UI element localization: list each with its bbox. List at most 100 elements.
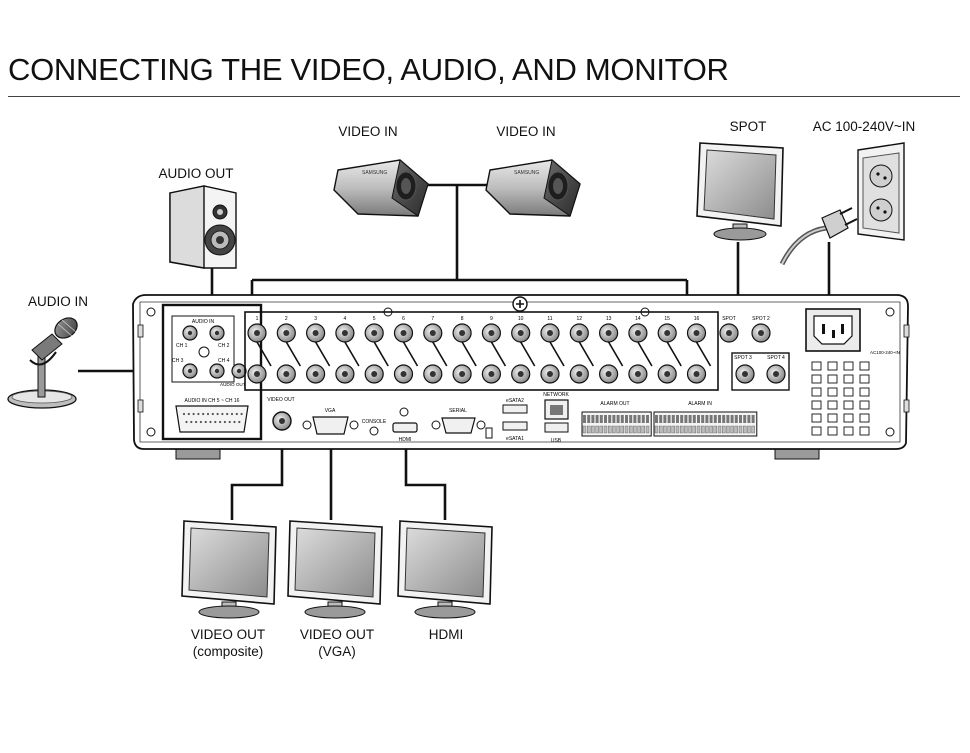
dsub-pin xyxy=(187,412,190,416)
vent-slot xyxy=(827,361,838,371)
camera-brand-label: SAMSUNG xyxy=(514,170,539,176)
channel-label: 10 xyxy=(518,316,524,322)
vent-slot xyxy=(859,387,870,397)
hdmi-port xyxy=(392,422,418,433)
dsub-pin xyxy=(228,420,231,424)
terminal-pin xyxy=(692,415,696,423)
terminal-pin xyxy=(705,415,709,423)
loop-link xyxy=(461,341,477,367)
label-monitor-hdmi-line1: HDMI xyxy=(428,627,464,642)
dsub-pin xyxy=(216,412,219,416)
terminal-pin xyxy=(684,415,688,423)
vent-slot xyxy=(843,361,854,371)
bnc-spot-ports xyxy=(719,323,786,384)
bnc-loop-out-pin xyxy=(664,371,671,377)
panel-alarm-out-label: ALARM OUT xyxy=(600,401,629,407)
channel-label: 5 xyxy=(373,316,376,322)
vent-grid xyxy=(811,361,870,436)
dsub-pin xyxy=(190,420,193,424)
bnc-video-in-pin xyxy=(488,330,495,336)
power-plug-icon xyxy=(779,207,858,266)
label-audio-in: AUDIO IN xyxy=(27,294,89,309)
terminal-screw xyxy=(612,425,616,434)
vga-port xyxy=(302,416,359,435)
panel-esata2-label: eSATA2 xyxy=(506,398,524,404)
esata1-port xyxy=(502,421,528,431)
camera-brand-label: SAMSUNG xyxy=(362,170,387,176)
panel-ch2-label: CH 2 xyxy=(218,343,230,349)
vent-slot xyxy=(811,426,822,436)
channel-label: 15 xyxy=(664,316,670,322)
vent-slot xyxy=(859,374,870,384)
bnc-loop-out-pin xyxy=(488,371,495,377)
bnc-video-in-pin xyxy=(341,330,348,336)
vent-slot xyxy=(827,374,838,384)
bnc-video-in-pin xyxy=(429,330,436,336)
bnc-loop-out-row xyxy=(247,364,707,384)
dsub-pin xyxy=(240,412,243,416)
loop-link xyxy=(373,341,389,367)
terminal-screw xyxy=(582,425,587,434)
channel-label: 4 xyxy=(344,316,347,322)
terminal-screw xyxy=(659,425,663,434)
terminal-pin xyxy=(655,415,658,423)
power-outlet-icon xyxy=(857,142,905,241)
channel-label: 8 xyxy=(461,316,464,322)
loop-link xyxy=(432,341,448,367)
label-monitor-composite: VIDEO OUT (composite) xyxy=(191,626,265,660)
terminal-screw xyxy=(680,425,684,434)
terminal-screw xyxy=(717,425,722,434)
panel-esata1-label: eSATA1 xyxy=(506,436,524,442)
bnc-loop-out-pin xyxy=(341,371,348,377)
bnc-loop-out-pin xyxy=(283,371,290,377)
bnc-video-in-pin xyxy=(693,330,700,336)
loop-link xyxy=(607,341,624,367)
terminal-pin xyxy=(646,415,649,423)
panel-audio-in-range-label: AUDIO IN CH 5 ~ CH 16 xyxy=(185,398,240,404)
dsub-pin xyxy=(221,412,224,416)
terminal-pin xyxy=(734,415,738,423)
terminal-screw xyxy=(743,425,747,434)
terminal-pin xyxy=(667,415,671,423)
terminal-screw xyxy=(675,425,680,434)
dsub-pin xyxy=(204,420,207,424)
terminal-pin xyxy=(608,415,612,423)
bnc-video-in-pin xyxy=(547,330,553,336)
panel-video-out-label: VIDEO OUT xyxy=(267,397,295,403)
bnc-video-in-pin xyxy=(576,330,583,336)
bnc-loop-out-pin xyxy=(312,371,319,377)
terminal-screw xyxy=(747,425,751,434)
loop-link xyxy=(549,341,565,367)
loop-link xyxy=(490,341,507,367)
cable-video-out-composite xyxy=(230,427,284,520)
terminal-screw xyxy=(633,425,637,434)
dsub-pin xyxy=(209,420,212,424)
bnc-video-in-row xyxy=(247,323,707,343)
terminal-screw xyxy=(713,425,717,434)
terminal-screw xyxy=(692,425,696,434)
terminal-pin xyxy=(604,415,607,423)
panel-hdmi-label: HDMI xyxy=(399,437,412,443)
terminal-pin xyxy=(671,415,675,423)
dsub-pin xyxy=(199,420,202,424)
panel-usb-label: USB xyxy=(551,438,562,444)
microphone-icon xyxy=(7,317,78,409)
label-monitor-vga-line2: (VGA) xyxy=(318,644,356,659)
bnc-loop-out-pin xyxy=(547,371,553,377)
dsub-pin xyxy=(233,420,236,424)
channel-label: 2 xyxy=(285,316,288,322)
terminal-pin xyxy=(747,415,751,423)
terminal-pin xyxy=(680,415,684,423)
terminal-pin xyxy=(751,415,755,423)
loop-link xyxy=(314,341,331,367)
terminal-screw xyxy=(667,425,671,434)
vent-slot xyxy=(827,426,838,436)
channel-label: 9 xyxy=(490,316,493,322)
bnc-video-in-pin xyxy=(664,330,671,336)
bnc-loop-out-pin xyxy=(400,371,407,377)
terminal-screw xyxy=(641,425,645,434)
label-video-in-2: VIDEO IN xyxy=(496,124,556,139)
terminal-screw xyxy=(663,425,667,434)
terminal-pin xyxy=(663,415,667,423)
